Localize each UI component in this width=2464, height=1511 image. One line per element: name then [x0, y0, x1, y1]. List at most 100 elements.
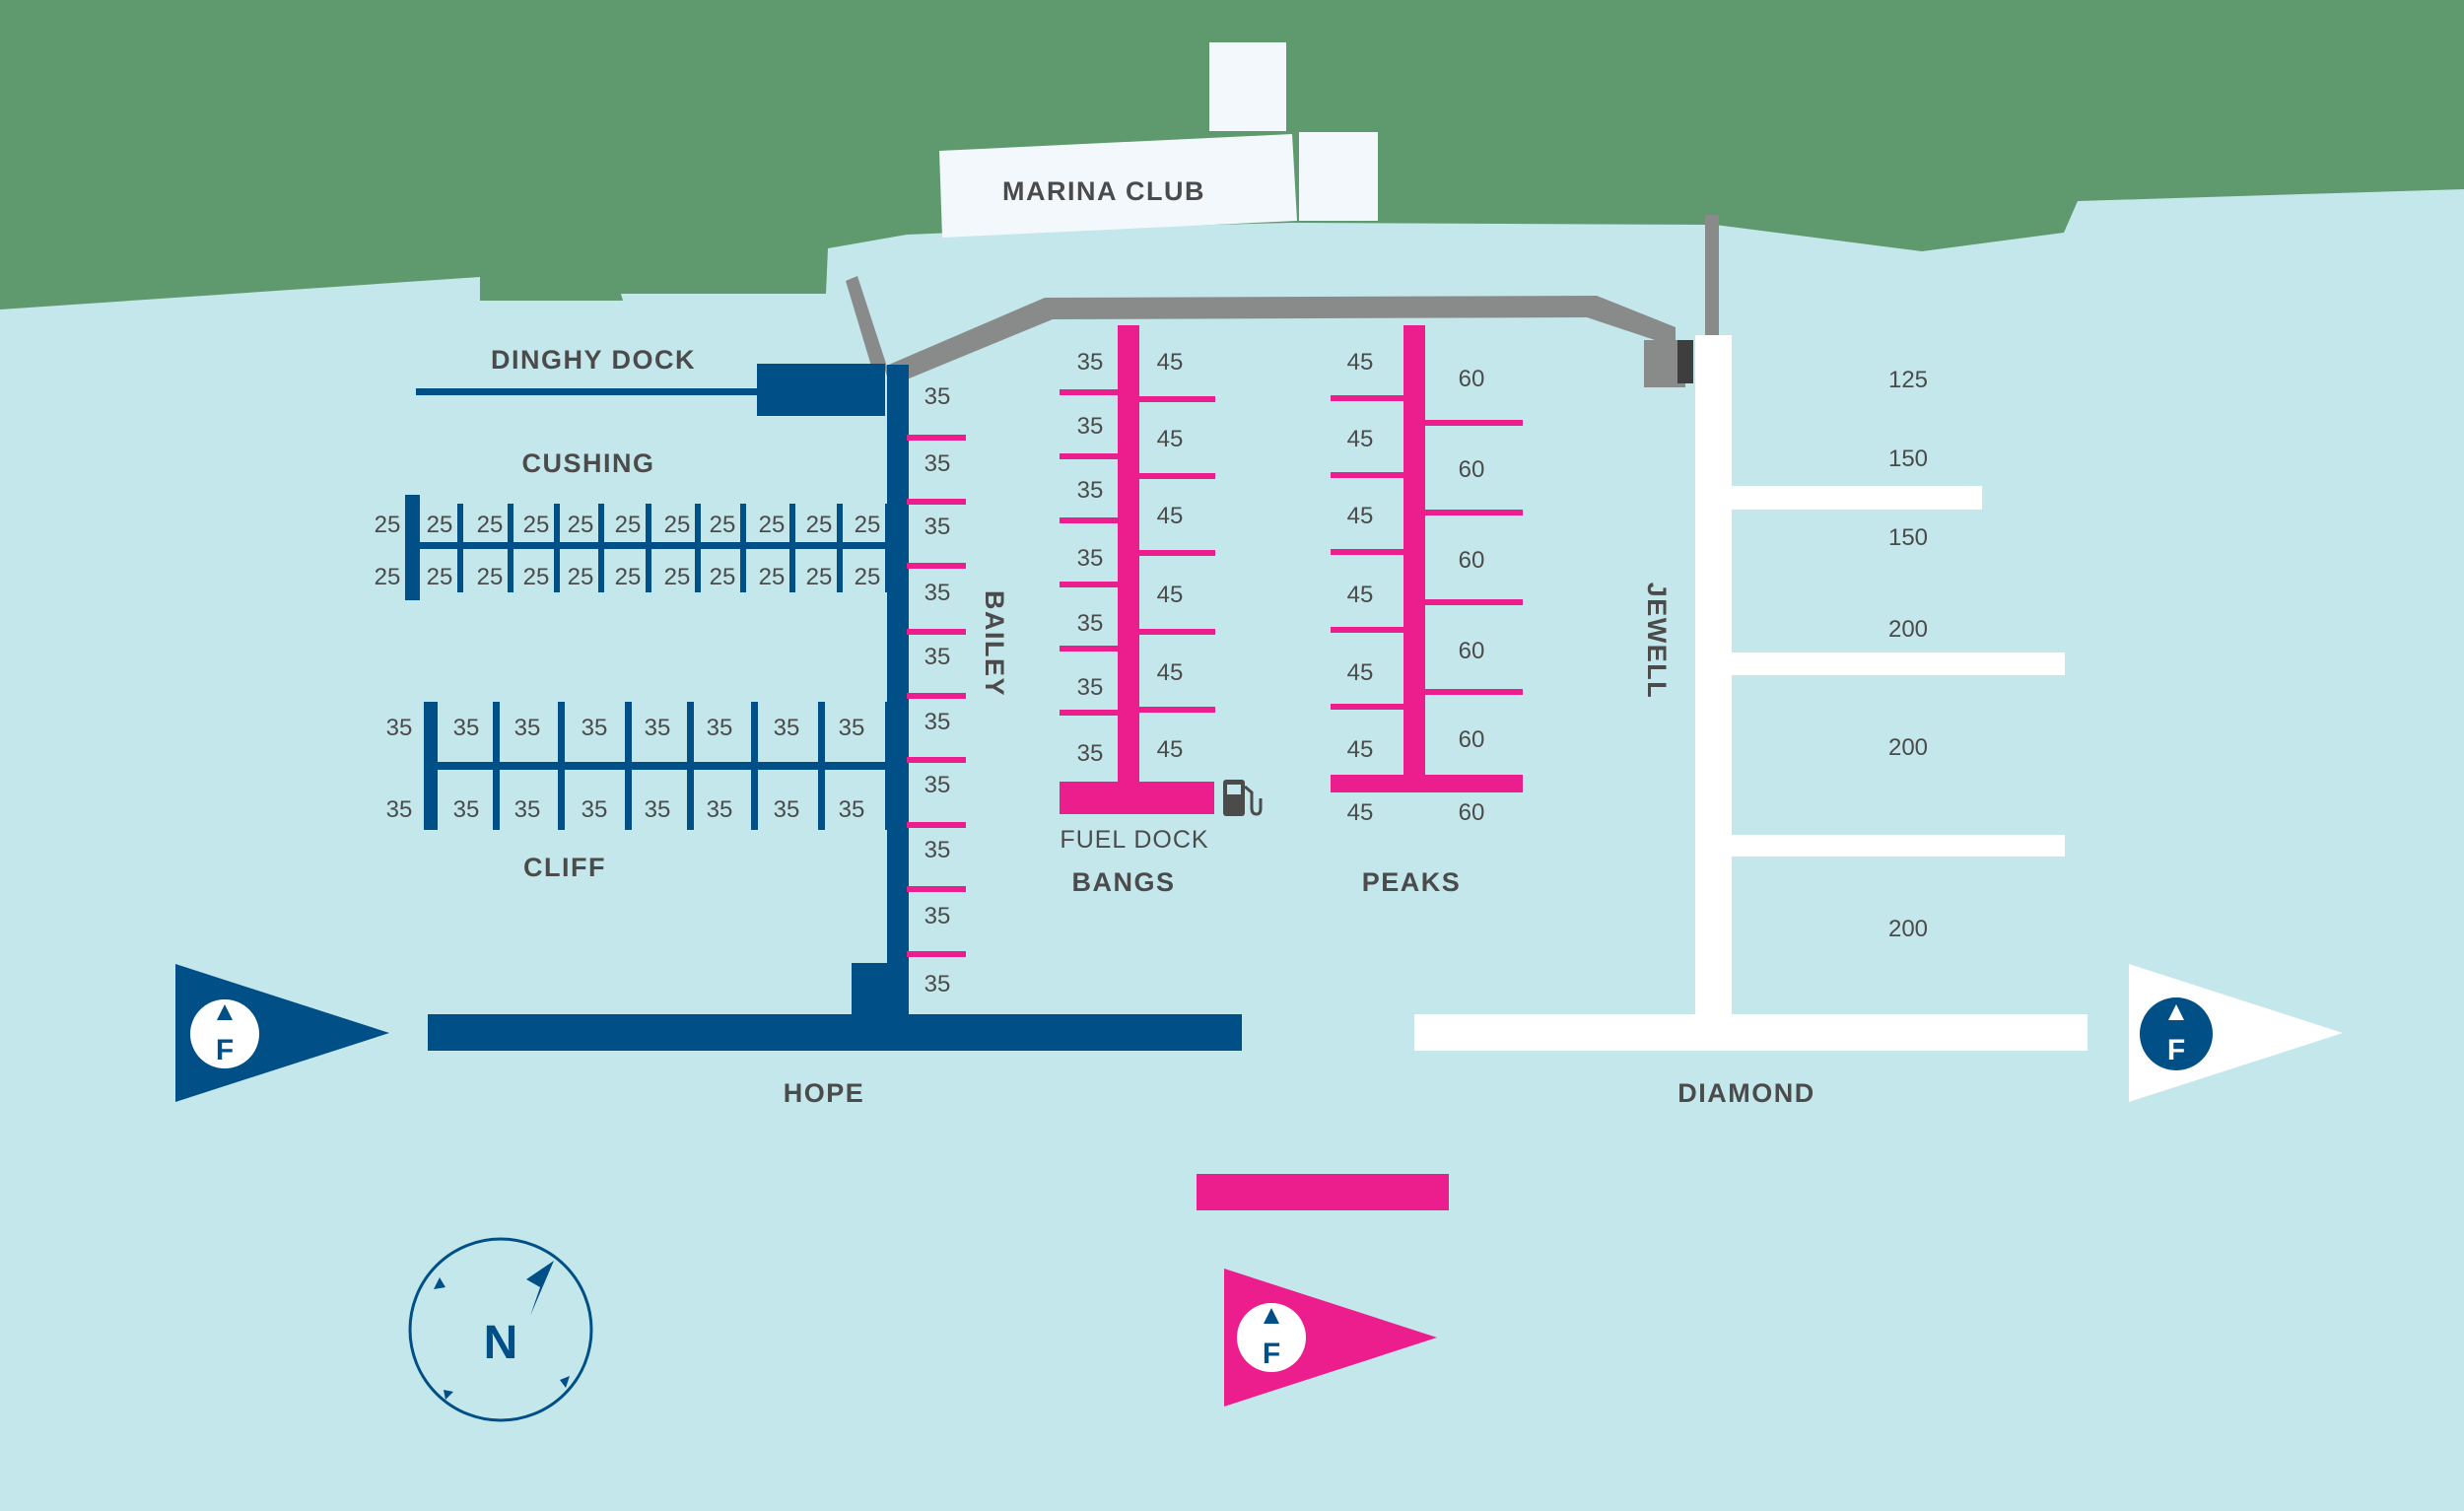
slip-label: 60 — [1459, 726, 1485, 753]
compass-icon: N — [408, 1237, 593, 1422]
peaks-finger — [1331, 549, 1405, 555]
bailey-finger — [907, 499, 966, 505]
slip-label: 35 — [707, 796, 733, 823]
bangs-finger — [1060, 389, 1119, 395]
slip-label: 35 — [839, 796, 865, 823]
cliff-finger — [885, 702, 892, 830]
bangs-finger — [1138, 550, 1215, 556]
slip-label: 25 — [855, 512, 881, 538]
peaks-dock — [1331, 325, 1523, 792]
slip-label: 45 — [1347, 426, 1374, 452]
slip-label: 35 — [582, 796, 608, 823]
svg-text:F: F — [216, 1034, 234, 1066]
cliff-label: CLIFF — [523, 853, 606, 882]
bailey-finger — [907, 757, 966, 763]
slip-label: 35 — [1077, 349, 1104, 376]
slip-label: 35 — [386, 796, 413, 823]
slip-label: 60 — [1459, 638, 1485, 664]
marina-club-label: MARINA CLUB — [1002, 176, 1205, 206]
cushing-finger — [598, 504, 604, 592]
slip-label: 45 — [1347, 659, 1374, 686]
slip-label: 25 — [523, 564, 550, 590]
slip-label: 35 — [645, 796, 671, 823]
slip-label: 60 — [1459, 547, 1485, 574]
bailey-finger — [907, 435, 966, 441]
cushing-finger — [554, 504, 560, 592]
slip-label: 35 — [386, 715, 413, 741]
cushing-label: CUSHING — [521, 448, 654, 478]
slip-label: 25 — [710, 564, 736, 590]
bailey-finger — [907, 693, 966, 699]
jewell-dock — [1695, 335, 2065, 1023]
dinghy-dock — [416, 364, 885, 416]
bailey-finger — [907, 886, 966, 892]
slip-label: 45 — [1157, 659, 1184, 686]
slip-label: 35 — [1077, 740, 1104, 767]
cushing-finger — [740, 504, 746, 592]
bailey-finger — [907, 629, 966, 635]
peaks-finger — [1423, 599, 1523, 605]
slip-label: 35 — [453, 715, 480, 741]
hope-dock — [428, 1014, 1242, 1051]
peaks-label: PEAKS — [1362, 867, 1462, 897]
slip-label: 150 — [1888, 524, 1928, 551]
slip-label: 35 — [924, 580, 951, 606]
slip-label: 35 — [1077, 674, 1104, 701]
cliff-finger — [751, 702, 758, 830]
slip-label: 35 — [924, 383, 951, 410]
slip-label: 25 — [759, 512, 786, 538]
slip-label: 25 — [477, 512, 504, 538]
slip-label: 125 — [1888, 367, 1928, 393]
svg-text:F: F — [2167, 1034, 2185, 1066]
slip-label: 200 — [1888, 916, 1928, 942]
pennant-flag-icon: F — [2129, 964, 2343, 1102]
slip-label: 45 — [1347, 349, 1374, 376]
slip-label: 35 — [924, 903, 951, 929]
slip-label: 25 — [710, 512, 736, 538]
slip-label: 200 — [1888, 616, 1928, 643]
slip-label: 45 — [1347, 503, 1374, 529]
slip-label: 35 — [645, 715, 671, 741]
cliff-finger — [818, 702, 825, 830]
slip-label: 35 — [924, 450, 951, 477]
breakwater-float — [1197, 1174, 1449, 1210]
bangs-finger — [1060, 582, 1119, 587]
slip-label: 25 — [427, 564, 453, 590]
cushing-finger — [837, 504, 843, 592]
cushing-dock — [416, 542, 889, 549]
bailey-label: BAILEY — [980, 590, 1009, 697]
slip-label: 35 — [774, 796, 800, 823]
slip-label: 45 — [1347, 799, 1374, 826]
slip-label: 45 — [1157, 582, 1184, 608]
bangs-finger — [1138, 473, 1215, 479]
slip-label: 35 — [1077, 610, 1104, 637]
slip-label: 35 — [839, 715, 865, 741]
slip-label: 25 — [806, 564, 833, 590]
slip-label: 25 — [427, 512, 453, 538]
cushing-finger — [695, 504, 701, 592]
peaks-finger — [1423, 689, 1523, 695]
cliff-finger — [687, 702, 694, 830]
slip-label: 45 — [1157, 426, 1184, 452]
slip-label: 35 — [924, 971, 951, 997]
slip-label: 25 — [375, 564, 401, 590]
fuel-pump-icon — [1223, 780, 1263, 816]
slip-label: 60 — [1459, 366, 1485, 392]
slip-label: 45 — [1157, 503, 1184, 529]
slip-label: 45 — [1347, 582, 1374, 608]
slip-label: 35 — [1077, 545, 1104, 572]
dinghy-dock-label: DINGHY DOCK — [491, 345, 696, 375]
peaks-finger — [1331, 627, 1405, 633]
bangs-finger — [1060, 517, 1119, 523]
slip-label: 35 — [924, 772, 951, 798]
bailey-finger — [907, 822, 966, 828]
diamond-dock — [1414, 1014, 2088, 1051]
slip-label: 35 — [924, 709, 951, 735]
slip-label: 45 — [1157, 349, 1184, 376]
slip-label: 60 — [1459, 799, 1485, 826]
cliff-finger — [558, 702, 565, 830]
slip-label: 25 — [568, 564, 594, 590]
slip-label: 25 — [477, 564, 504, 590]
pennant-flag-icon: F — [175, 964, 389, 1102]
